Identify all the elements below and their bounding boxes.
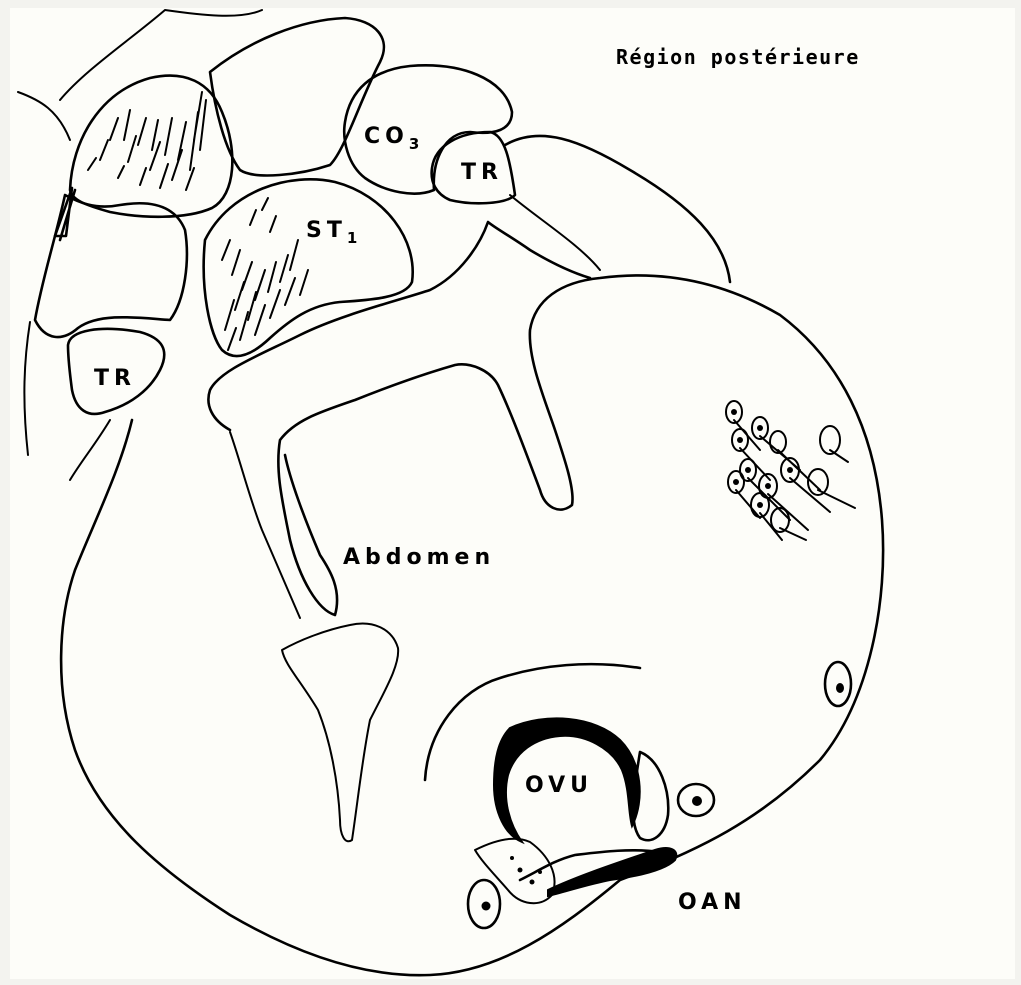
label-tr-left: TR bbox=[94, 368, 136, 390]
base-dot bbox=[518, 868, 523, 873]
label-oan: OAN bbox=[678, 892, 747, 914]
label-co3: CO3 bbox=[364, 126, 419, 152]
label-co3-main: CO bbox=[364, 124, 409, 149]
label-st1-main: ST bbox=[306, 218, 347, 243]
abdomen-outline bbox=[61, 275, 883, 975]
label-st1-sub: 1 bbox=[347, 229, 357, 247]
base-dot bbox=[510, 856, 514, 860]
oan-blade bbox=[548, 848, 676, 896]
region-title: Région postérieure bbox=[616, 47, 860, 67]
setae-upper-left bbox=[88, 92, 206, 190]
spiracle-center bbox=[678, 784, 714, 816]
label-abdomen: Abdomen bbox=[343, 547, 495, 569]
abdomen-ridge-b bbox=[282, 624, 398, 842]
upper-left-plate bbox=[70, 76, 232, 217]
label-tr-top: TR bbox=[461, 162, 503, 184]
posterior-lobe-inner bbox=[510, 195, 600, 270]
setae-cluster bbox=[726, 401, 855, 540]
abdomen-ridge-a bbox=[230, 432, 300, 618]
posterior-lobe bbox=[505, 136, 730, 282]
base-dot bbox=[538, 870, 542, 874]
label-co3-sub: 3 bbox=[409, 135, 419, 153]
abdomen-inner-tergite bbox=[208, 222, 590, 430]
spiracle-right bbox=[825, 662, 851, 706]
ovipositor-base bbox=[475, 839, 555, 903]
label-ovu: OVU bbox=[525, 775, 593, 797]
upper-middle-plate bbox=[210, 18, 384, 175]
top-left-plate-a bbox=[18, 92, 70, 140]
label-st1: ST1 bbox=[306, 220, 357, 246]
base-dot bbox=[530, 880, 535, 885]
spiracle-bottom bbox=[468, 880, 500, 928]
setae-st1 bbox=[222, 198, 308, 350]
